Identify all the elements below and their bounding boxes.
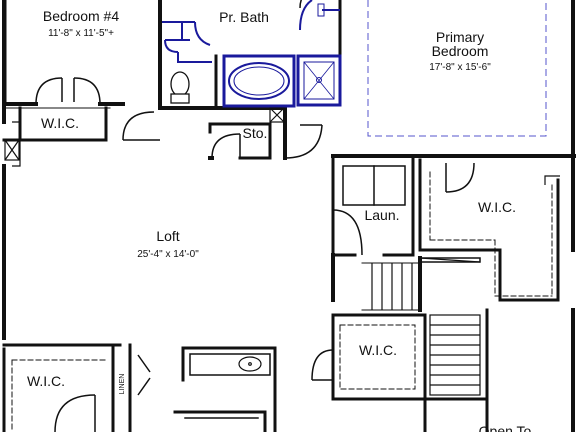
fixtures-misc: [4, 107, 560, 263]
doors: [35, 0, 475, 432]
pr-bath-name: Pr. Bath: [219, 9, 269, 25]
open-to-below-name: Open To: [479, 423, 532, 432]
wic-lower-left-name: W.I.C.: [27, 373, 65, 389]
storage-name: Sto.: [243, 125, 268, 141]
linen-label: LINEN: [119, 374, 126, 395]
bedroom4-dims: 11'-8" x 11'-5"+: [48, 28, 114, 39]
bedroom4-name: Bedroom #4: [43, 8, 119, 24]
laundry-name: Laun.: [364, 207, 399, 223]
wic-primary-name: W.I.C.: [478, 199, 516, 215]
stairs: [371, 263, 481, 396]
bath-fixtures: [162, 0, 342, 108]
primary-bedroom-name-1: Primary: [436, 29, 484, 45]
loft-dims: 25'-4" x 14'-0": [137, 249, 199, 260]
loft-name: Loft: [156, 228, 179, 244]
tray-ceiling: [367, 0, 547, 137]
primary-bedroom-name-2: Bedroom: [432, 43, 489, 59]
wic-bed4-name: W.I.C.: [41, 115, 79, 131]
primary-bedroom-dims: 17'-8" x 15'-6": [429, 62, 491, 73]
toilet-icon: [170, 71, 190, 104]
wic-stair-name: W.I.C.: [359, 342, 397, 358]
sink-icon: [238, 356, 262, 372]
